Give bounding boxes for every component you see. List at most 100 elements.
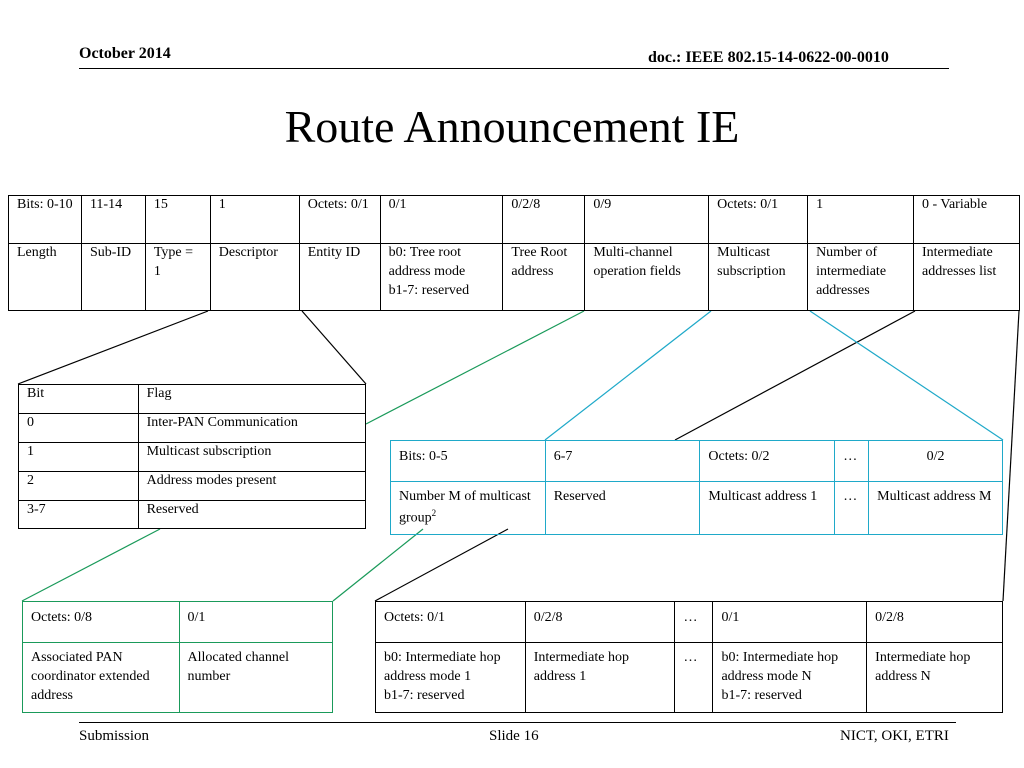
cell-octets: 0/2/8 xyxy=(866,601,1003,643)
field-multi-channel: Multi-channel operation fields xyxy=(584,243,710,311)
flag-header-bit: Bit xyxy=(18,384,139,414)
multicast-connector-left xyxy=(544,310,712,441)
table-row: Bits: 0-5 6-7 Octets: 0/2 … 0/2 xyxy=(390,440,1003,482)
field-number-intermediate: Number of intermediate addresses xyxy=(807,243,914,311)
cell-octets: 0/2 xyxy=(868,440,1003,482)
field-pan-coordinator-address: Associated PAN coordinator extended addr… xyxy=(22,642,180,713)
table-row: b0: Intermediate hop address mode 1 b1-7:… xyxy=(375,642,1003,713)
cell-bits: 15 xyxy=(144,195,211,244)
flag-header-flag: Flag xyxy=(137,384,367,414)
table-row: 3-7 Reserved xyxy=(18,500,367,529)
field-sub-id: Sub-ID xyxy=(80,243,146,311)
cell-octets: Octets: 0/8 xyxy=(22,601,180,643)
header-date: October 2014 xyxy=(79,45,171,62)
field-channel-number: Allocated channel number xyxy=(178,642,334,713)
table-row: Bit Flag xyxy=(18,384,367,414)
line: b1-7: reserved xyxy=(721,687,802,703)
page-title: Route Announcement IE xyxy=(284,101,740,152)
cell-octets: 0 - Variable xyxy=(912,195,1021,244)
field-length: Length xyxy=(8,243,82,311)
descriptor-connector-right xyxy=(301,310,367,385)
footer-authors: NICT, OKI, ETRI xyxy=(840,728,949,744)
field-hop-address-1: Intermediate hop address 1 xyxy=(524,642,676,713)
header-rule xyxy=(79,68,949,69)
cell-octets: 0/9 xyxy=(584,195,710,244)
cell-ellipsis: … xyxy=(834,440,870,482)
footer-submission: Submission xyxy=(79,728,150,744)
flag-bit: 1 xyxy=(18,442,139,472)
field-multicast-subscription: Multicast subscription xyxy=(708,243,809,311)
table-row: Octets: 0/8 0/1 xyxy=(22,601,334,643)
cell-ellipsis: … xyxy=(674,642,714,713)
field-descriptor: Descriptor xyxy=(209,243,300,311)
field-hop-address-n: Intermediate hop address N xyxy=(866,642,1003,713)
cell-octets: 1 xyxy=(807,195,914,244)
table-row: Number M of multicast group2 Reserved Mu… xyxy=(390,480,1003,536)
field-tree-root-address: Tree Root address xyxy=(502,243,586,311)
header-doc-id: doc.: IEEE 802.15-14-0622-00-0010 xyxy=(648,49,889,66)
cell-octets: 0/1 xyxy=(379,195,504,244)
flag-name: Reserved xyxy=(137,500,367,529)
cell-octets: 0/2/8 xyxy=(502,195,586,244)
multi-channel-table: Octets: 0/8 0/1 Associated PAN coordinat… xyxy=(22,601,334,713)
field-reserved: Reserved xyxy=(544,480,701,536)
multicast-connector-right xyxy=(809,310,1004,441)
table-row: Length Sub-ID Type = 1 Descriptor Entity… xyxy=(8,243,1021,311)
footer-rule xyxy=(79,722,956,723)
line: b0: Intermediate hop address mode N xyxy=(721,650,839,684)
cell-bits: 1 xyxy=(209,195,300,244)
cell-bits: 6-7 xyxy=(544,440,701,482)
line: b0: Tree root address mode xyxy=(388,245,466,279)
multicast-subscription-table: Bits: 0-5 6-7 Octets: 0/2 … 0/2 Number M… xyxy=(390,440,1003,536)
flag-name: Inter-PAN Communication xyxy=(137,413,367,443)
cell-bits: Bits: 0-5 xyxy=(390,440,546,482)
flag-bit: 3-7 xyxy=(18,500,139,529)
cell-bits: Bits: 0-10 xyxy=(8,195,82,244)
footnote-marker: 2 xyxy=(431,507,437,518)
cell-text: Number M of multicast group xyxy=(399,489,531,526)
footer-slide-number: Slide 16 xyxy=(489,728,539,744)
flag-name: Multicast subscription xyxy=(137,442,367,472)
cell-octets: Octets: 0/1 xyxy=(375,601,526,643)
field-number-multicast-groups: Number M of multicast group2 xyxy=(390,480,546,536)
cell-octets: 0/2/8 xyxy=(524,601,676,643)
line: b0: Intermediate hop address mode 1 xyxy=(384,650,501,684)
flag-name: Address modes present xyxy=(137,471,367,501)
field-type: Type = 1 xyxy=(144,243,211,311)
cell-ellipsis: … xyxy=(674,601,714,643)
descriptor-connector-left xyxy=(17,310,209,385)
cell-octets: Octets: 0/1 xyxy=(708,195,809,244)
cell-bits: 11-14 xyxy=(80,195,146,244)
field-tree-root-mode: b0: Tree root address mode b1-7: reserved xyxy=(379,243,504,311)
line: b1-7: reserved xyxy=(388,282,470,298)
table-row: Associated PAN coordinator extended addr… xyxy=(22,642,334,713)
intermediate-addresses-table: Octets: 0/1 0/2/8 … 0/1 0/2/8 b0: Interm… xyxy=(375,601,1003,713)
intermediate-connector-right xyxy=(1002,310,1020,602)
route-announcement-table: Bits: 0-10 11-14 15 1 Octets: 0/1 0/1 0/… xyxy=(8,195,1021,311)
descriptor-flag-table: Bit Flag 0 Inter-PAN Communication 1 Mul… xyxy=(18,384,367,529)
line: b1-7: reserved xyxy=(384,687,465,703)
multichannel-connector-top xyxy=(365,310,585,425)
table-row: 0 Inter-PAN Communication xyxy=(18,413,367,443)
cell-octets: Octets: 0/1 xyxy=(298,195,381,244)
intermediate-connector-left xyxy=(374,528,509,602)
cell-octets: 0/1 xyxy=(178,601,334,643)
field-hop-address-mode-1: b0: Intermediate hop address mode 1 b1-7:… xyxy=(375,642,526,713)
multicast-table-connector xyxy=(674,310,916,441)
field-entity-id: Entity ID xyxy=(298,243,381,311)
cell-ellipsis: … xyxy=(834,480,870,536)
cell-octets: Octets: 0/2 xyxy=(699,440,836,482)
field-hop-address-mode-n: b0: Intermediate hop address mode N b1-7:… xyxy=(712,642,868,713)
multichannel-connector-right xyxy=(332,528,424,602)
multichannel-connector-left xyxy=(21,528,161,602)
flag-bit: 0 xyxy=(18,413,139,443)
table-row: 1 Multicast subscription xyxy=(18,442,367,472)
flag-bit: 2 xyxy=(18,471,139,501)
field-intermediate-list: Intermediate addresses list xyxy=(912,243,1021,311)
field-multicast-address-m: Multicast address M xyxy=(868,480,1003,536)
table-row: Bits: 0-10 11-14 15 1 Octets: 0/1 0/1 0/… xyxy=(8,195,1021,244)
cell-octets: 0/1 xyxy=(712,601,868,643)
field-multicast-address-1: Multicast address 1 xyxy=(699,480,836,536)
table-row: 2 Address modes present xyxy=(18,471,367,501)
